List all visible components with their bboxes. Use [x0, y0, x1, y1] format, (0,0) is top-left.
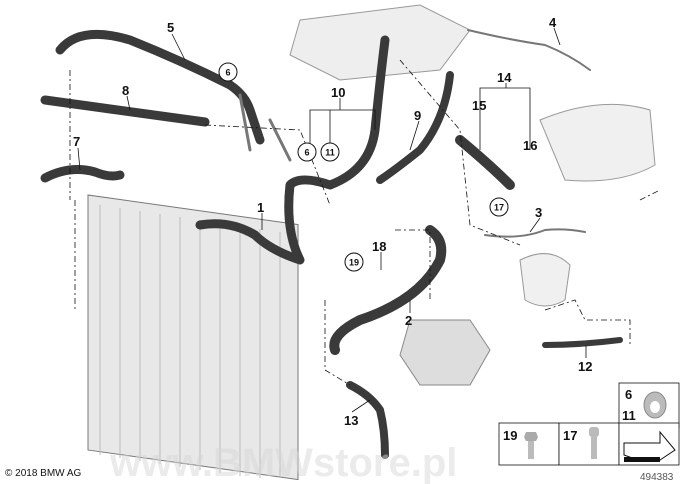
radiator — [87, 194, 299, 481]
connection-lines — [69, 59, 661, 386]
part-label-16: 16 — [523, 138, 537, 153]
part-label-1: 1 — [257, 200, 264, 215]
svg-text:11: 11 — [325, 148, 335, 158]
part-label-18: 18 — [372, 239, 386, 254]
reservoir — [519, 253, 571, 307]
svg-text:6: 6 — [304, 148, 309, 158]
part-label-13: 13 — [344, 413, 358, 428]
part-label-12: 12 — [578, 359, 592, 374]
circled-label-11: 11 — [320, 142, 340, 162]
legend-label-11: 11 — [622, 408, 636, 423]
bolt-icon — [524, 432, 538, 459]
part-label-15: 15 — [472, 98, 486, 113]
expansion-tank — [539, 103, 656, 182]
watermark: www.BMWstore.pl — [109, 441, 457, 484]
part-label-3: 3 — [535, 205, 542, 220]
svg-text:6: 6 — [225, 68, 230, 78]
svg-text:19: 19 — [349, 258, 359, 268]
part-label-4: 4 — [549, 15, 557, 30]
part-label-9: 9 — [414, 108, 421, 123]
legend-label-6: 6 — [625, 387, 632, 402]
legend-label-19: 19 — [503, 428, 517, 443]
diagram-number: 494383 — [640, 472, 674, 483]
circled-label-6: 6 — [297, 142, 317, 162]
legend-label-17: 17 — [563, 428, 577, 443]
part-label-7: 7 — [73, 134, 80, 149]
svg-text:17: 17 — [494, 203, 504, 213]
circled-label-6: 6 — [218, 62, 238, 82]
circled-label-17: 17 — [489, 197, 509, 217]
part-label-2: 2 — [405, 313, 412, 328]
hoses — [40, 29, 623, 459]
part-label-5: 5 — [167, 20, 174, 35]
engine-block — [289, 4, 471, 81]
leader-lines — [77, 27, 587, 413]
clip-icon — [643, 391, 667, 419]
circled-label-19: 19 — [344, 252, 364, 272]
arrow-icon — [623, 430, 676, 462]
copyright: © 2018 BMW AG — [5, 468, 82, 479]
water-pump — [399, 319, 491, 386]
legend-table: 6 11 19 17 — [498, 382, 680, 466]
part-label-10: 10 — [331, 85, 345, 100]
part-label-14: 14 — [497, 70, 512, 85]
screw-icon — [589, 427, 599, 459]
part-label-8: 8 — [122, 83, 129, 98]
